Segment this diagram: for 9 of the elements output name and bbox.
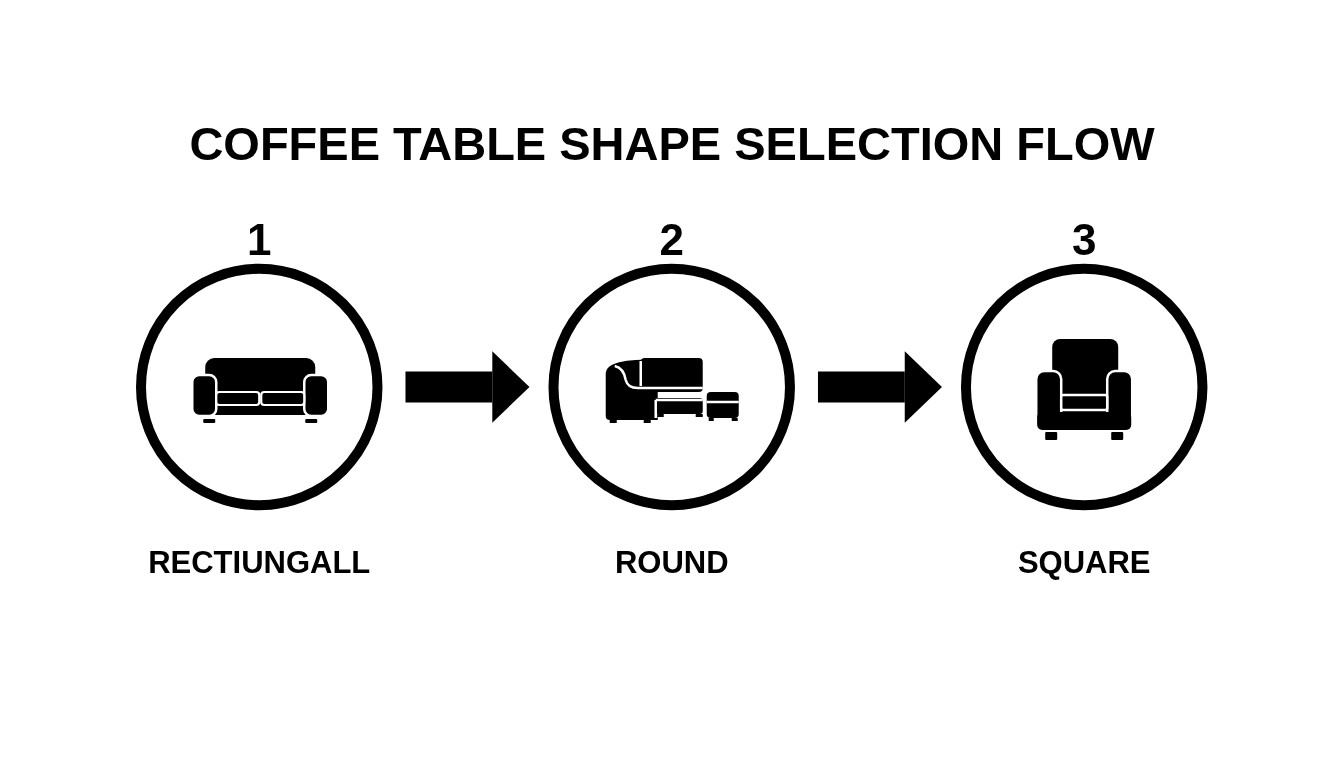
step-number: 1 <box>247 215 272 264</box>
step-caption: RECTIUNGALL <box>148 544 371 580</box>
step-number: 3 <box>1072 215 1097 264</box>
arrow <box>405 351 530 423</box>
step-caption: SQUARE <box>1018 544 1151 580</box>
arrow <box>818 351 943 423</box>
diagram-title: COFFEE TABLE SHAPE SELECTION FLOW <box>189 116 1155 172</box>
step-number: 2 <box>659 215 685 264</box>
step-caption: ROUND <box>615 544 729 580</box>
